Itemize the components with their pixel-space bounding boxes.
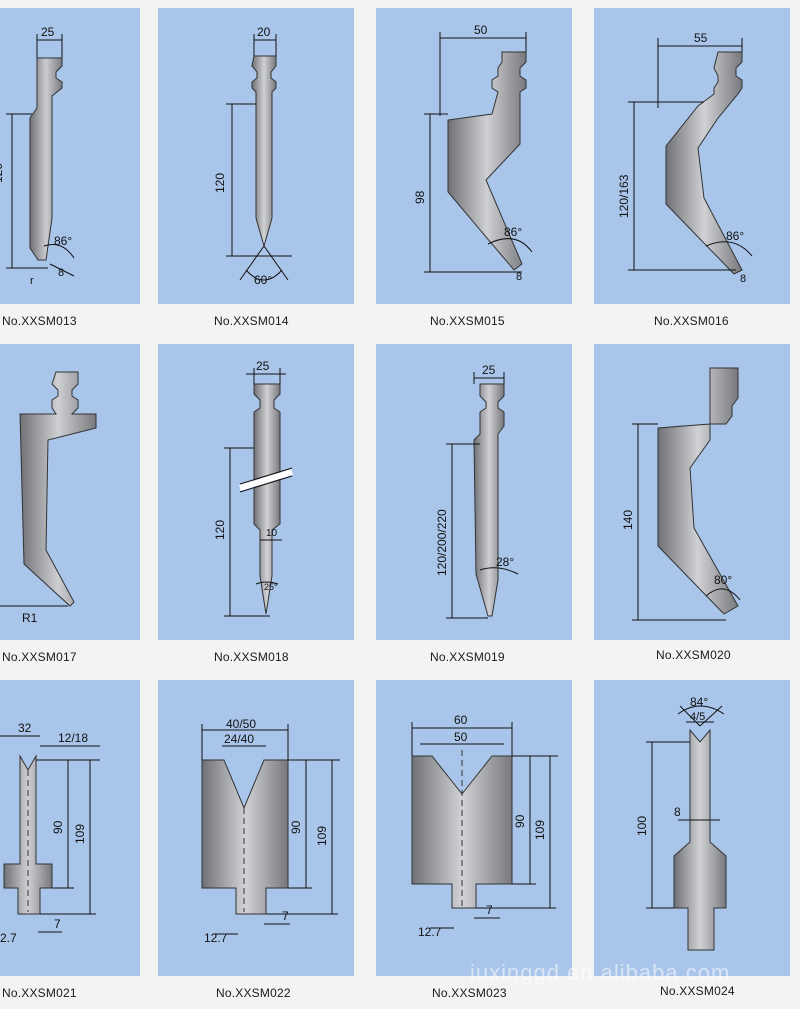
base-width-label: 2.7: [0, 931, 17, 945]
tip-label: 8: [740, 273, 746, 285]
height-label: 120: [0, 163, 5, 183]
opening-label: 12/18: [58, 731, 88, 745]
thickness-label: 8: [674, 805, 681, 819]
tool-shape: [673, 728, 727, 951]
angle-label: 86°: [54, 234, 72, 248]
tip-label: 8: [516, 271, 522, 283]
angle-label: 86°: [504, 225, 522, 239]
total-height-label: 109: [315, 826, 329, 846]
tool-shape: [29, 57, 63, 261]
height-label: 120/163: [617, 174, 631, 218]
width-label: 60: [454, 713, 468, 727]
angle-label: 80°: [714, 573, 732, 587]
angle-label: 28°: [496, 555, 514, 569]
panel-xxsm022: 40/50 24/40 90 109 12.7 7: [158, 680, 354, 976]
width-label: 40/50: [226, 717, 256, 731]
panel-xxsm019: 25 120/200/220 28°: [376, 344, 572, 640]
tool-shape: [473, 383, 505, 617]
caption-xxsm015: No.XXSM015: [430, 314, 505, 328]
width-label: 50: [474, 23, 488, 37]
base-width-label: 12.7: [204, 931, 228, 945]
tool-shape: [251, 55, 277, 248]
caption-xxsm014: No.XXSM014: [214, 314, 289, 328]
height-label: 90: [513, 814, 527, 828]
width-label: 25: [482, 363, 496, 377]
height-label: 100: [635, 816, 649, 836]
base-width-label: 12.7: [418, 925, 442, 939]
height-label: 140: [621, 510, 635, 530]
width-label: 20: [257, 25, 271, 39]
width-label: 32: [18, 721, 32, 735]
angle-label: 60°: [254, 273, 272, 287]
r-label: R1: [22, 611, 38, 625]
panel-xxsm015: 50 98 86° 8: [376, 8, 572, 304]
panel-xxsm023: 60 50 90 109 12.7 7: [376, 680, 572, 976]
panel-xxsm018: 25 120 10 25°: [158, 344, 354, 640]
caption-xxsm023: No.XXSM023: [432, 986, 507, 1000]
panel-xxsm021: 32 12/18 90 109 7 2.7: [0, 680, 140, 976]
panel-xxsm020: 140 80°: [594, 344, 790, 640]
caption-xxsm024: No.XXSM024: [660, 984, 735, 998]
angle-label: 84°: [690, 695, 708, 709]
tool-shape: [19, 371, 97, 607]
caption-xxsm019: No.XXSM019: [430, 650, 505, 664]
height-label: 120: [213, 173, 227, 193]
caption-xxsm017: No.XXSM017: [2, 650, 77, 664]
width-label: 55: [694, 31, 708, 45]
height-label: 90: [51, 820, 65, 834]
watermark: juxinggd.en.alibaba.com: [470, 960, 731, 985]
base-label: 7: [282, 909, 289, 923]
height-label: 98: [413, 190, 427, 204]
panel-xxsm013: 25 120 86° 8 r: [0, 8, 140, 304]
tool-shape: [447, 51, 527, 271]
panel-xxsm024: 84° 4/5 100 8: [594, 680, 790, 976]
panel-xxsm016: 55 120/163 86° 8: [594, 8, 790, 304]
width-label: 25: [256, 359, 270, 373]
tool-shape: [253, 383, 281, 615]
base-label: 7: [486, 903, 493, 917]
caption-xxsm013: No.XXSM013: [2, 314, 77, 328]
angle-label: 25°: [264, 582, 278, 592]
tip-label: 8: [58, 267, 64, 279]
opening-label: 50: [454, 730, 468, 744]
height-label: 120: [213, 520, 227, 540]
tool-shape: [657, 367, 739, 615]
total-height-label: 109: [533, 820, 547, 840]
caption-xxsm022: No.XXSM022: [216, 986, 291, 1000]
tool-shape: [665, 51, 743, 275]
caption-xxsm020: No.XXSM020: [656, 648, 731, 662]
panel-xxsm014: 20 120 60°: [158, 8, 354, 304]
r-label: r: [30, 275, 34, 287]
opening-label: 4/5: [690, 711, 705, 723]
caption-xxsm016: No.XXSM016: [654, 314, 729, 328]
total-height-label: 109: [73, 824, 87, 844]
height-label: 120/200/220: [435, 509, 449, 576]
height-label: 90: [289, 820, 303, 834]
base-label: 7: [54, 917, 61, 931]
caption-xxsm021: No.XXSM021: [2, 986, 77, 1000]
width-small-label: 10: [266, 528, 278, 539]
tool-shape: [201, 759, 289, 915]
panel-xxsm017: R1: [0, 344, 140, 640]
caption-xxsm018: No.XXSM018: [214, 650, 289, 664]
width-label: 25: [41, 25, 55, 39]
angle-label: 86°: [726, 229, 744, 243]
opening-label: 24/40: [224, 732, 254, 746]
